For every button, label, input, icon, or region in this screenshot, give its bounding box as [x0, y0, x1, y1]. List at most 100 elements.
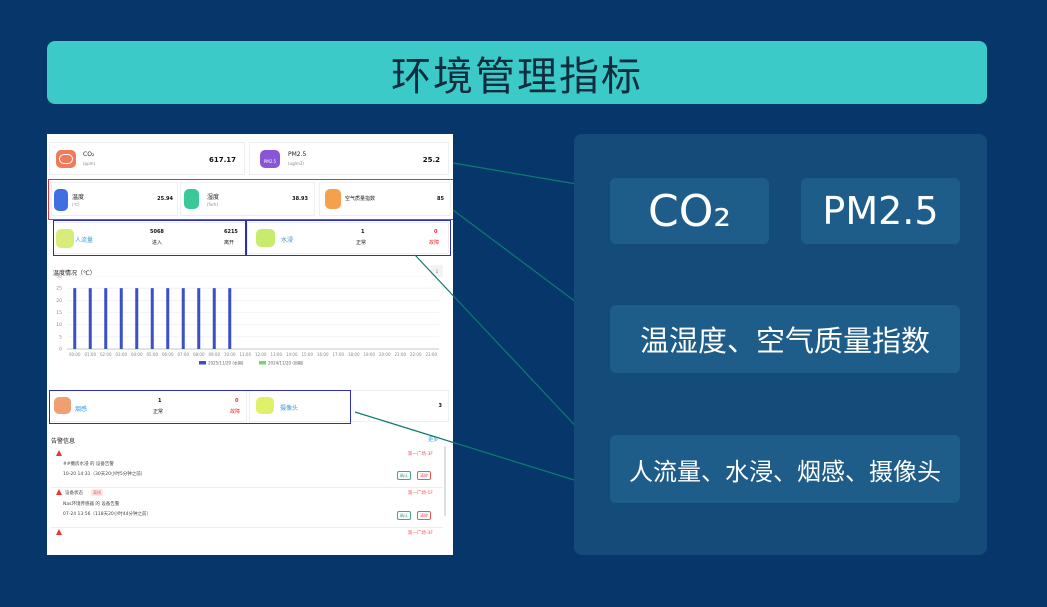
people-out-label: 离开: [224, 240, 235, 246]
y-tick-label: 30: [56, 276, 62, 280]
clear-button[interactable]: 清除: [417, 511, 431, 520]
smoke-status: 正常: [153, 409, 164, 415]
people-icon: [56, 229, 74, 248]
x-tick-label: 21:00: [394, 352, 406, 357]
temperature-card[interactable]: 温度 (℃) 25.94: [51, 182, 178, 216]
pm25-card[interactable]: PM2.5 PM2.5 (ug/m3) 25.2: [249, 142, 449, 175]
x-tick-label: 05:00: [146, 352, 158, 357]
x-tick-label: 17:00: [332, 352, 344, 357]
bar: [135, 288, 139, 349]
x-tick-label: 13:00: [270, 352, 282, 357]
co2-feature-box: CO₂: [610, 178, 769, 244]
y-tick-label: 5: [59, 334, 62, 340]
y-tick-label: 15: [56, 310, 62, 316]
bar: [212, 288, 216, 349]
bar: [119, 288, 123, 349]
bar: [104, 288, 108, 349]
alert-time: 07-24 13:56（118天20小时44分钟之前）: [63, 512, 152, 517]
humidity-label: 湿度: [207, 194, 220, 201]
x-tick-label: 02:00: [100, 352, 112, 357]
th-aqi-feature-box: 温湿度、空气质量指数: [610, 305, 960, 373]
bar: [150, 288, 154, 349]
clear-button[interactable]: 清除: [417, 471, 431, 480]
alert-location: 第一广场-3F: [407, 531, 433, 536]
temperature-unit: (℃): [72, 202, 80, 207]
x-tick-label: 07:00: [177, 352, 189, 357]
temperature-value: 25.94: [157, 196, 173, 202]
x-tick-label: 00:00: [69, 352, 81, 357]
x-tick-label: 06:00: [162, 352, 174, 357]
people-flow-card[interactable]: 人流量 5068 进入 6215 离开: [53, 222, 246, 254]
x-tick-label: 20:00: [379, 352, 391, 357]
pm25-label: PM2.5: [288, 151, 307, 158]
camera-label: 摄像头: [280, 405, 299, 412]
legend-swatch: [259, 361, 266, 365]
humidity-unit: (%rh): [207, 202, 219, 207]
confirm-button[interactable]: 确认: [397, 511, 411, 520]
alert-row[interactable]: 设备状态 离线 第一广场-1F Nas环境传感器 的 设备告警 07-24 13…: [51, 487, 443, 528]
confirm-button[interactable]: 确认: [397, 471, 411, 480]
x-tick-label: 01:00: [84, 352, 96, 357]
x-tick-label: 04:00: [131, 352, 143, 357]
x-tick-label: 14:00: [286, 352, 298, 357]
pm25-feature-label: PM2.5: [822, 189, 939, 233]
x-tick-label: 19:00: [363, 352, 375, 357]
alert-row[interactable]: 第一广场-3F: [51, 527, 443, 555]
bar: [73, 288, 77, 349]
aqi-value: 85: [437, 196, 444, 202]
warning-icon: [56, 489, 62, 495]
warning-icon: [56, 450, 62, 456]
alert-time: 10-20 14:31（30天20小时5分钟之前）: [63, 472, 146, 477]
highlight-blue-people: [53, 220, 246, 256]
y-tick-label: 25: [56, 286, 62, 292]
download-icon[interactable]: ⤓: [431, 265, 443, 277]
co2-card[interactable]: CO₂ (ppm) 617.17: [49, 142, 245, 175]
alert-location: 第一广场-1F: [407, 491, 433, 496]
smoke-detector-icon: [54, 397, 71, 414]
water-leak-card[interactable]: 水浸 1 正常 0 故障: [247, 222, 449, 254]
smoke-card[interactable]: 烟感 1 正常 0 故障: [49, 390, 247, 422]
pm25-icon-text: PM2.5: [263, 159, 277, 164]
x-tick-label: 10:00: [224, 352, 236, 357]
water-fault-label: 故障: [429, 240, 440, 246]
alerts-more-link[interactable]: 更多: [428, 437, 439, 443]
sensors-feature-box: 人流量、水浸、烟感、摄像头: [610, 435, 960, 503]
page-title: 环境管理指标: [391, 53, 643, 100]
x-tick-label: 03:00: [115, 352, 127, 357]
highlight-blue-water: [246, 220, 451, 256]
x-tick-label: 09:00: [208, 352, 220, 357]
co2-value: 617.17: [208, 156, 236, 164]
x-tick-label: 22:00: [410, 352, 422, 357]
features-panel: CO₂ PM2.5 温湿度、空气质量指数 人流量、水浸、烟感、摄像头: [574, 134, 987, 555]
people-out-value: 6215: [224, 229, 238, 235]
alerts-scrollbar[interactable]: [444, 446, 446, 516]
smoke-fault-label: 故障: [230, 409, 241, 415]
bar: [228, 288, 232, 349]
co2-feature-label: CO₂: [648, 185, 731, 237]
pm25-unit: (ug/m3): [288, 161, 304, 166]
water-label: 水浸: [281, 237, 294, 244]
warning-icon: [56, 529, 62, 535]
dashboard-screenshot: CO₂ (ppm) 617.17 PM2.5 PM2.5 (ug/m3) 25.…: [47, 134, 453, 555]
co2-unit: (ppm): [83, 161, 96, 166]
chart-title: 温度情况（℃）: [53, 270, 96, 277]
air-quality-icon: [325, 189, 341, 209]
camera-count: 3: [438, 403, 442, 409]
x-tick-label: 11:00: [239, 352, 251, 357]
humidity-card[interactable]: 湿度 (%rh) 38.93: [180, 182, 315, 216]
alert-row[interactable]: 第一广场-3F ##機房水浸 的 设备告警 10-20 14:31（30天20小…: [51, 447, 443, 488]
th-aqi-feature-label: 温湿度、空气质量指数: [639, 324, 930, 358]
smoke-fault-count: 0: [235, 398, 239, 404]
sensors-feature-label: 人流量、水浸、烟感、摄像头: [629, 457, 941, 486]
people-in-value: 5068: [150, 229, 164, 235]
x-tick-label: 18:00: [348, 352, 360, 357]
legend-label: 2024/11/20 (同期): [268, 360, 304, 366]
legend-label: 2025/11/20 (本期): [208, 360, 244, 366]
y-tick-label: 10: [56, 322, 62, 328]
x-tick-label: 12:00: [255, 352, 267, 357]
aqi-card[interactable]: 空气质量指数 85: [319, 182, 451, 216]
water-fault-count: 0: [434, 229, 438, 235]
x-tick-label: 08:00: [193, 352, 205, 357]
people-label: 人流量: [75, 237, 94, 244]
